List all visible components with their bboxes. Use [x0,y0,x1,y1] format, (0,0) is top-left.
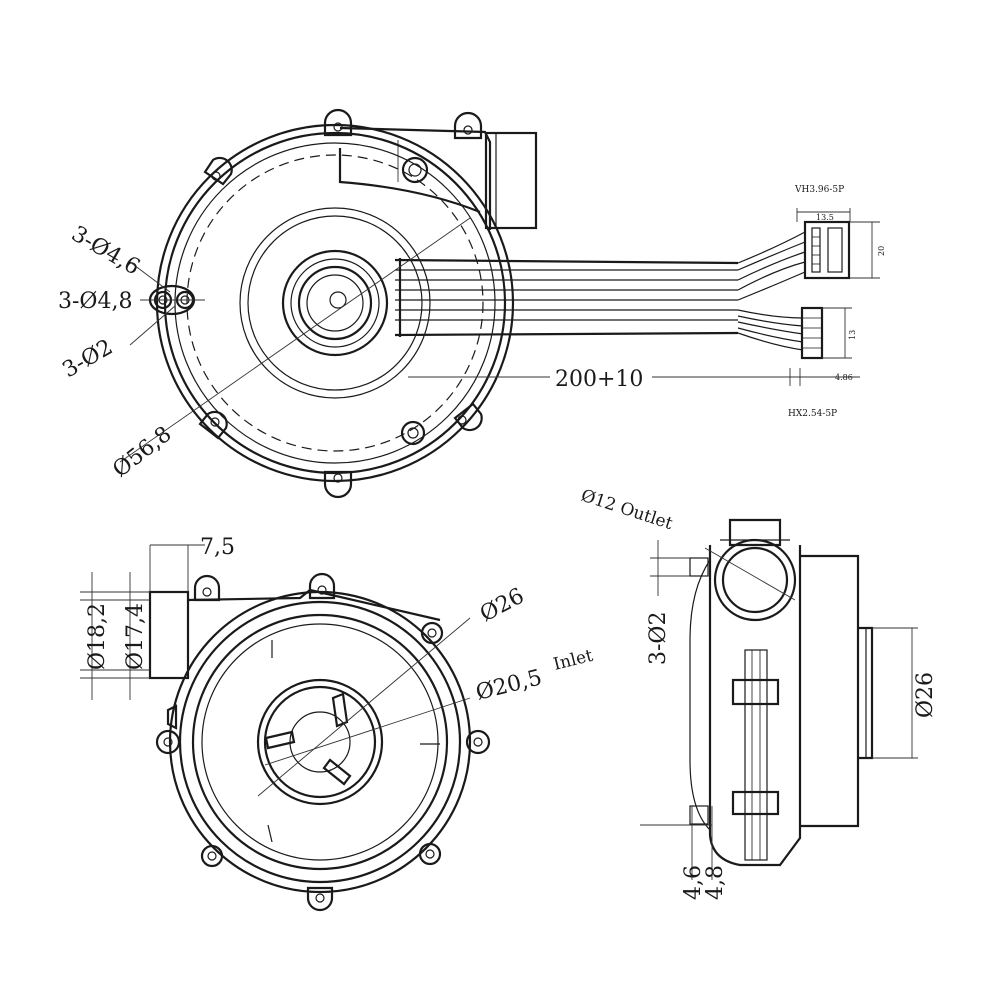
top-housing [155,123,515,483]
label-dim-182: Ø18,2 [85,603,110,670]
label-dim-46: 4,6 [681,865,706,900]
side-view: Ø12 Outlet 3-Ø2 Ø26 4,6 4,8 [578,486,938,900]
top-outlet-duct [338,126,538,230]
label-dim-13: 13 [848,330,857,340]
front-outlet-duct [148,590,190,680]
label-cable-length: 200+10 [555,367,643,392]
label-dim-26-front: Ø26 [476,584,528,628]
top-cable [394,231,806,351]
top-connectors [800,220,851,360]
front-mounting-tabs [155,572,491,912]
top-view: 3-Ø4,6 3-Ø4,8 3-Ø2 Ø56,8 200+10 VH3.96-5… [58,108,886,499]
label-dim-26-side: Ø26 [913,672,938,718]
side-body [689,518,874,867]
label-dim-174: Ø17,4 [123,603,148,670]
label-conn-vh: VH3.96-5P [794,185,844,195]
label-holes-48: 3-Ø4,8 [58,289,132,314]
label-outlet: Ø12 Outlet [578,486,675,534]
front-view: 7,5 Ø18,2 Ø17,4 Ø26 Ø20,5 Inlet [80,535,595,912]
label-dim-20: 20 [877,246,886,256]
top-dimensions [119,208,880,463]
label-holes-2-side: 3-Ø2 [646,612,671,665]
side-shaft [689,557,780,861]
front-impeller [264,640,440,843]
label-inlet: Inlet [551,646,595,675]
label-conn-hx: HX2.54-5P [788,409,837,419]
label-holes-46: 3-Ø4,6 [67,222,144,281]
label-dim-205: Ø20,5 [473,665,544,705]
side-dimensions [640,540,918,880]
top-mounting-tabs [198,108,483,499]
label-dim-48: 4,8 [703,865,728,900]
label-dim-75: 7,5 [200,535,235,560]
label-diameter-568: Ø56,8 [108,422,176,483]
front-dimensions [80,544,471,797]
label-dim-135: 13.5 [816,213,834,222]
label-dim-486: 4.86 [835,373,853,382]
label-holes-2-top: 3-Ø2 [59,335,118,383]
